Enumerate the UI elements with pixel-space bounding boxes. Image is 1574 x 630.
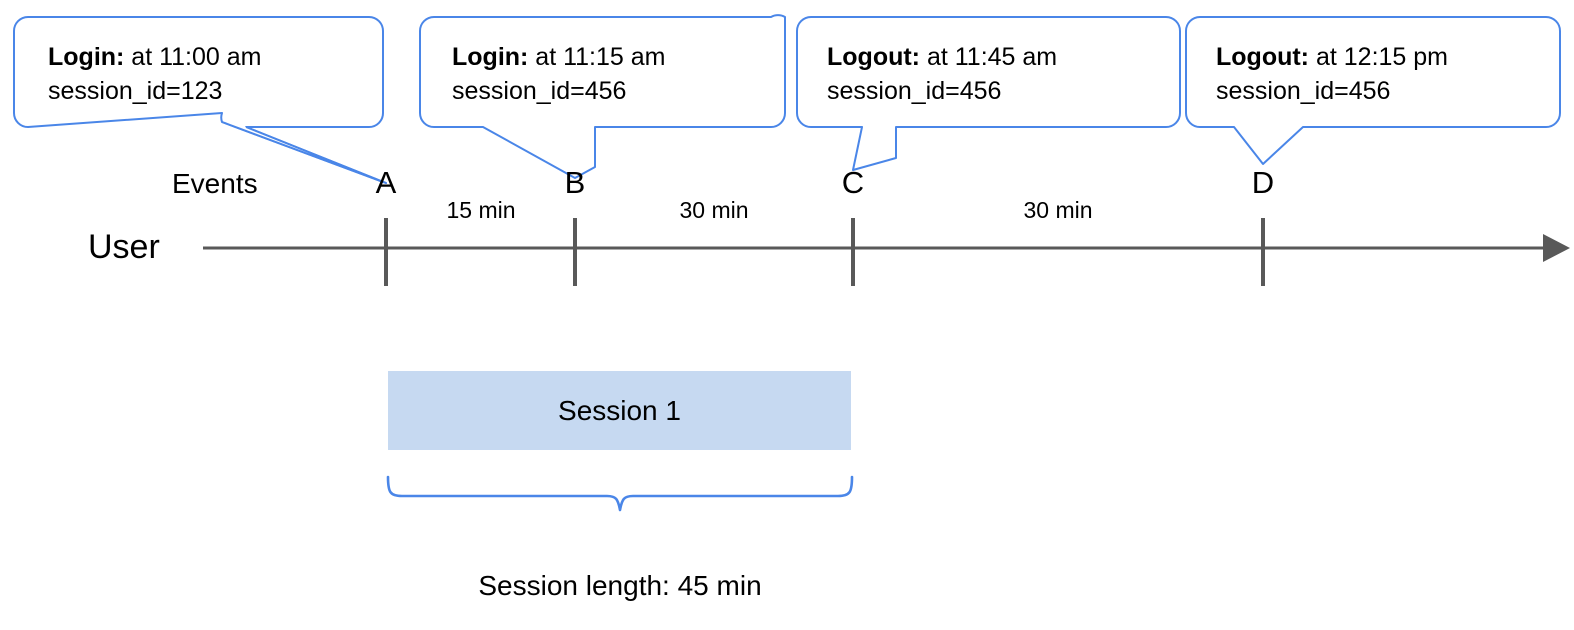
session-length-label: Session length: 45 min [478,570,762,601]
callout-b-event-type: Login: [452,43,529,71]
callout-a-time: at 11:00 am [124,43,262,71]
event-letter-b: B [564,165,586,200]
callout-b-time: at 11:15 am [528,43,666,71]
callout-d-time: at 12:15 pm [1309,43,1448,71]
interval-label-a-b: 15 min [446,197,516,223]
callout-d-line1: Logout: at 12:15 pm [1216,40,1448,74]
callout-c-time: at 11:45 am [920,43,1058,71]
callout-d-line2: session_id=456 [1216,77,1391,105]
callout-a-line1: Login: at 11:00 am [48,40,261,74]
callout-b-line1: Login: at 11:15 am [452,40,665,74]
session-bar-label: Session 1 [558,394,681,426]
callout-d-text: Logout: at 12:15 pm session_id=456 [1216,40,1448,108]
callout-c-text: Logout: at 11:45 am session_id=456 [827,40,1057,108]
interval-label-c-d: 30 min [1023,197,1093,223]
lane-label-events: Events [172,168,258,199]
session-brace [386,475,854,512]
timeline-axis [203,234,1570,262]
callout-b-text: Login: at 11:15 am session_id=456 [452,40,665,108]
event-ticks [384,218,1265,286]
callout-c-line2: session_id=456 [827,77,1002,105]
callout-b-line2: session_id=456 [452,77,627,105]
callout-a-line2: session_id=123 [48,77,223,105]
event-letter-a: A [375,165,397,200]
callout-c-line1: Logout: at 11:45 am [827,40,1057,74]
callout-a-event-type: Login: [48,43,125,71]
callout-a-text: Login: at 11:00 am session_id=123 [48,40,261,108]
event-letter-d: D [1251,165,1275,200]
interval-label-b-c: 30 min [679,197,749,223]
event-letter-c: C [841,165,865,200]
lane-label-user: User [88,228,160,266]
session-bar: Session 1 [388,371,851,450]
callout-c-event-type: Logout: [827,43,921,71]
callout-d-event-type: Logout: [1216,43,1310,71]
